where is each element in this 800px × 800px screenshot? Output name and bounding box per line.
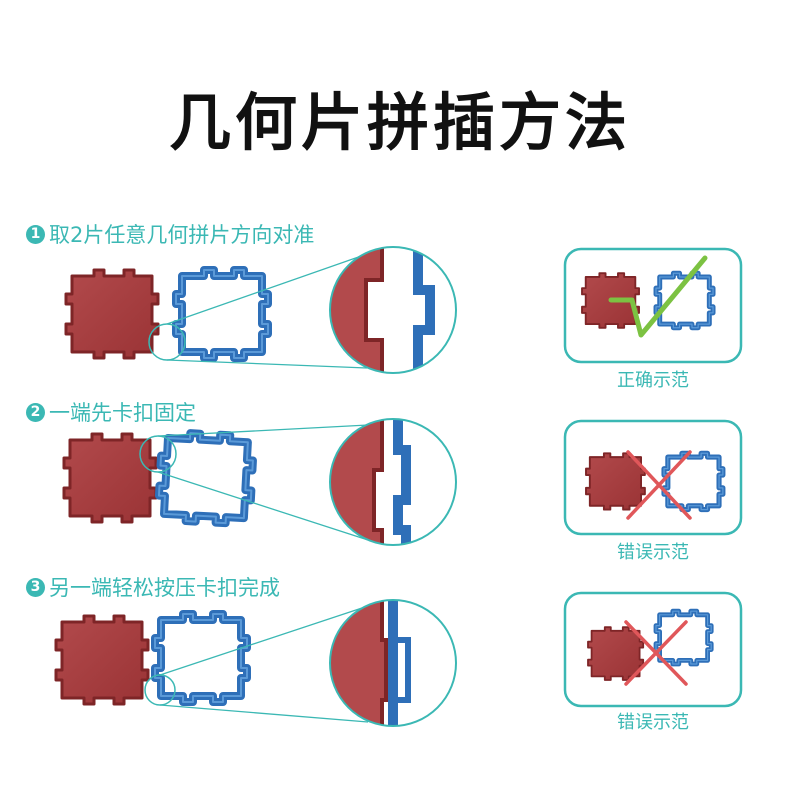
step-1-text: 取2片任意几何拼片方向对准 xyxy=(49,223,315,247)
step-3-red-piece xyxy=(54,614,150,706)
demo-wrong-caption-2: 错误示范 xyxy=(617,712,689,733)
step-3-blue-piece xyxy=(155,614,247,702)
check-icon xyxy=(608,255,708,338)
step-2-red-piece xyxy=(62,432,158,524)
cross-icon xyxy=(626,450,692,520)
step-1-blue-piece xyxy=(176,270,268,358)
step-1-zoom-lens xyxy=(329,246,457,374)
step-3-text: 另一端轻松按压卡扣完成 xyxy=(49,576,280,600)
step-2-label: 2 一端先卡扣固定 xyxy=(26,397,196,427)
demo-correct-box xyxy=(563,247,743,364)
step-1-red-piece xyxy=(64,268,160,360)
demo-wrong-caption-1: 错误示范 xyxy=(617,542,689,563)
step-1-number: 1 xyxy=(26,224,45,244)
step-3-label: 3 另一端轻松按压卡扣完成 xyxy=(26,572,280,602)
page-title: 几何片拼插方法 xyxy=(168,86,631,159)
step-2-number: 2 xyxy=(26,402,45,422)
demo-wrong-box-2 xyxy=(563,591,743,708)
step-2-blue-piece xyxy=(158,432,254,525)
step-2-text: 一端先卡扣固定 xyxy=(49,401,196,425)
step-1-label: 1 取2片任意几何拼片方向对准 xyxy=(26,219,314,249)
demo-correct-caption: 正确示范 xyxy=(617,370,689,391)
step-3-zoom-lens xyxy=(329,599,457,727)
step-3-number: 3 xyxy=(26,577,45,597)
cross-icon xyxy=(624,620,688,686)
step-2-zoom-lens xyxy=(329,418,457,546)
demo-wrong-box-1 xyxy=(563,419,743,536)
